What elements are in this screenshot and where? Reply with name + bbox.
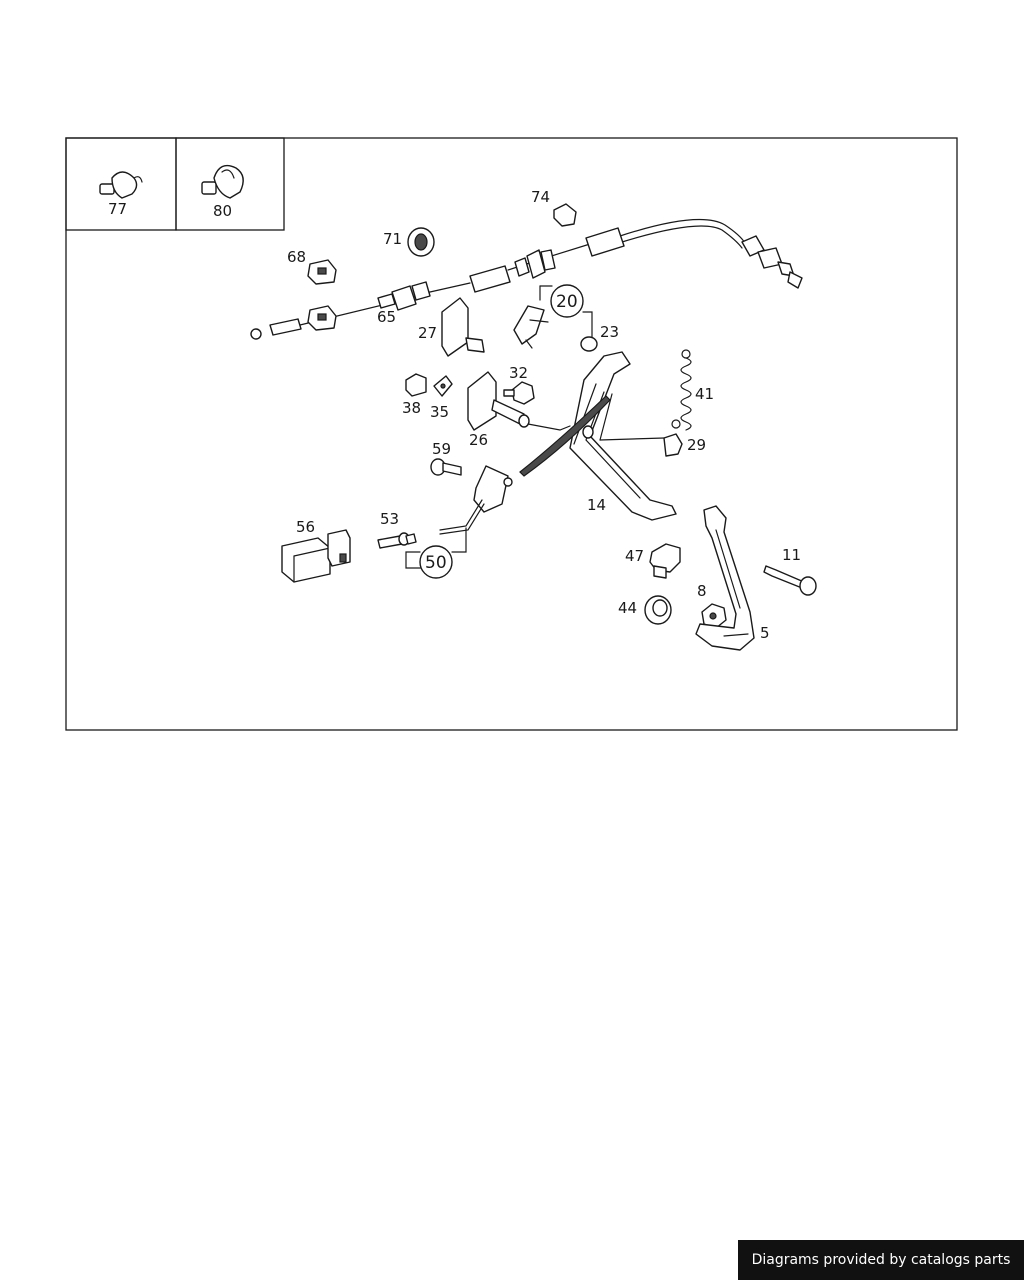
callout-27: 27 — [418, 324, 437, 342]
callout-circle-20 — [550, 284, 584, 318]
part-74-clip — [553, 203, 577, 227]
callout-41: 41 — [695, 385, 714, 403]
callout-50: 50 — [425, 553, 447, 573]
callout-44: 44 — [618, 599, 637, 617]
callout-32: 32 — [509, 364, 528, 382]
part-5-pedal — [695, 505, 755, 651]
part-50-sensor — [405, 465, 513, 569]
callout-circle-50 — [419, 545, 453, 579]
part-53-connector-pin — [377, 532, 417, 549]
part-56-relay — [281, 529, 351, 583]
callout-77: 77 — [108, 200, 127, 218]
diagram-credit: Diagrams provided by catalogs parts — [738, 1240, 1024, 1280]
part-77-clamp — [99, 171, 143, 199]
callout-35: 35 — [430, 403, 449, 421]
callout-8: 8 — [697, 582, 707, 600]
part-8-nut — [701, 603, 727, 629]
part-20-bracket — [513, 285, 593, 349]
part-71-grommet — [407, 227, 435, 257]
part-14-pedal-bracket — [519, 351, 677, 521]
part-29-clip — [599, 433, 683, 457]
callout-59: 59 — [432, 440, 451, 458]
part-11-pin — [763, 565, 817, 596]
part-80-clamp — [201, 164, 244, 199]
accelerator-cable — [299, 218, 803, 326]
part-35-plate — [433, 375, 453, 397]
callout-29: 29 — [687, 436, 706, 454]
part-65-cable-end — [250, 305, 337, 340]
callout-5: 5 — [760, 624, 770, 642]
part-68-retainer — [307, 259, 337, 285]
callout-11: 11 — [782, 546, 801, 564]
callout-80: 80 — [213, 202, 232, 220]
callout-53: 53 — [380, 510, 399, 528]
inset-box-80 — [175, 137, 285, 231]
callout-20: 20 — [556, 292, 578, 312]
callout-23: 23 — [600, 323, 619, 341]
callout-38: 38 — [402, 399, 421, 417]
callout-65: 65 — [377, 308, 396, 326]
callout-71: 71 — [383, 230, 402, 248]
part-44-bushing — [644, 595, 672, 625]
callout-47: 47 — [625, 547, 644, 565]
part-59-screw — [430, 458, 462, 476]
part-23-bushing — [580, 336, 598, 352]
part-41-spring — [671, 349, 692, 431]
part-38-clip — [405, 373, 427, 397]
part-32-bolt — [503, 381, 535, 405]
callout-74: 74 — [531, 188, 550, 206]
callout-26: 26 — [469, 431, 488, 449]
part-27-bracket — [441, 297, 485, 357]
diagram-frame — [65, 137, 958, 731]
callout-56: 56 — [296, 518, 315, 536]
callout-14: 14 — [587, 496, 606, 514]
callout-68: 68 — [287, 248, 306, 266]
part-47-switch — [649, 543, 681, 579]
part-26-bracket — [467, 371, 571, 431]
